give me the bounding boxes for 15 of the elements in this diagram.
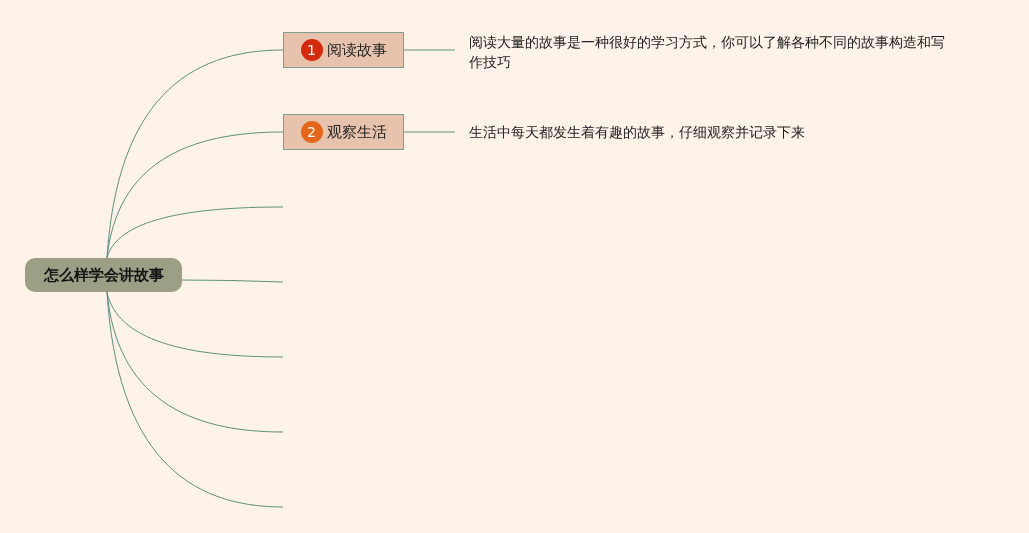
connector-line <box>106 49 284 259</box>
topic-label: 观察生活 <box>326 122 387 142</box>
central-topic-box: 怎么样学会讲故事 <box>25 258 182 292</box>
connector-line <box>106 291 284 508</box>
number-badge: 1 <box>300 39 323 61</box>
note-text: 生活中每天都发生着有趣的故事，仔细观察并记录下来 <box>469 122 979 144</box>
topic-box <box>283 114 404 150</box>
connector-line <box>403 49 456 51</box>
topic-label: 阅读故事 <box>326 40 387 60</box>
connector-line <box>106 206 284 259</box>
note-text: 阅读大量的故事是一种很好的学习方式，你可以了解各种不同的故事构造和写作技巧 <box>469 32 954 76</box>
topic-box <box>283 32 404 68</box>
number-badge: 2 <box>300 121 323 143</box>
connector-line <box>181 279 284 283</box>
connector-line <box>403 131 456 133</box>
